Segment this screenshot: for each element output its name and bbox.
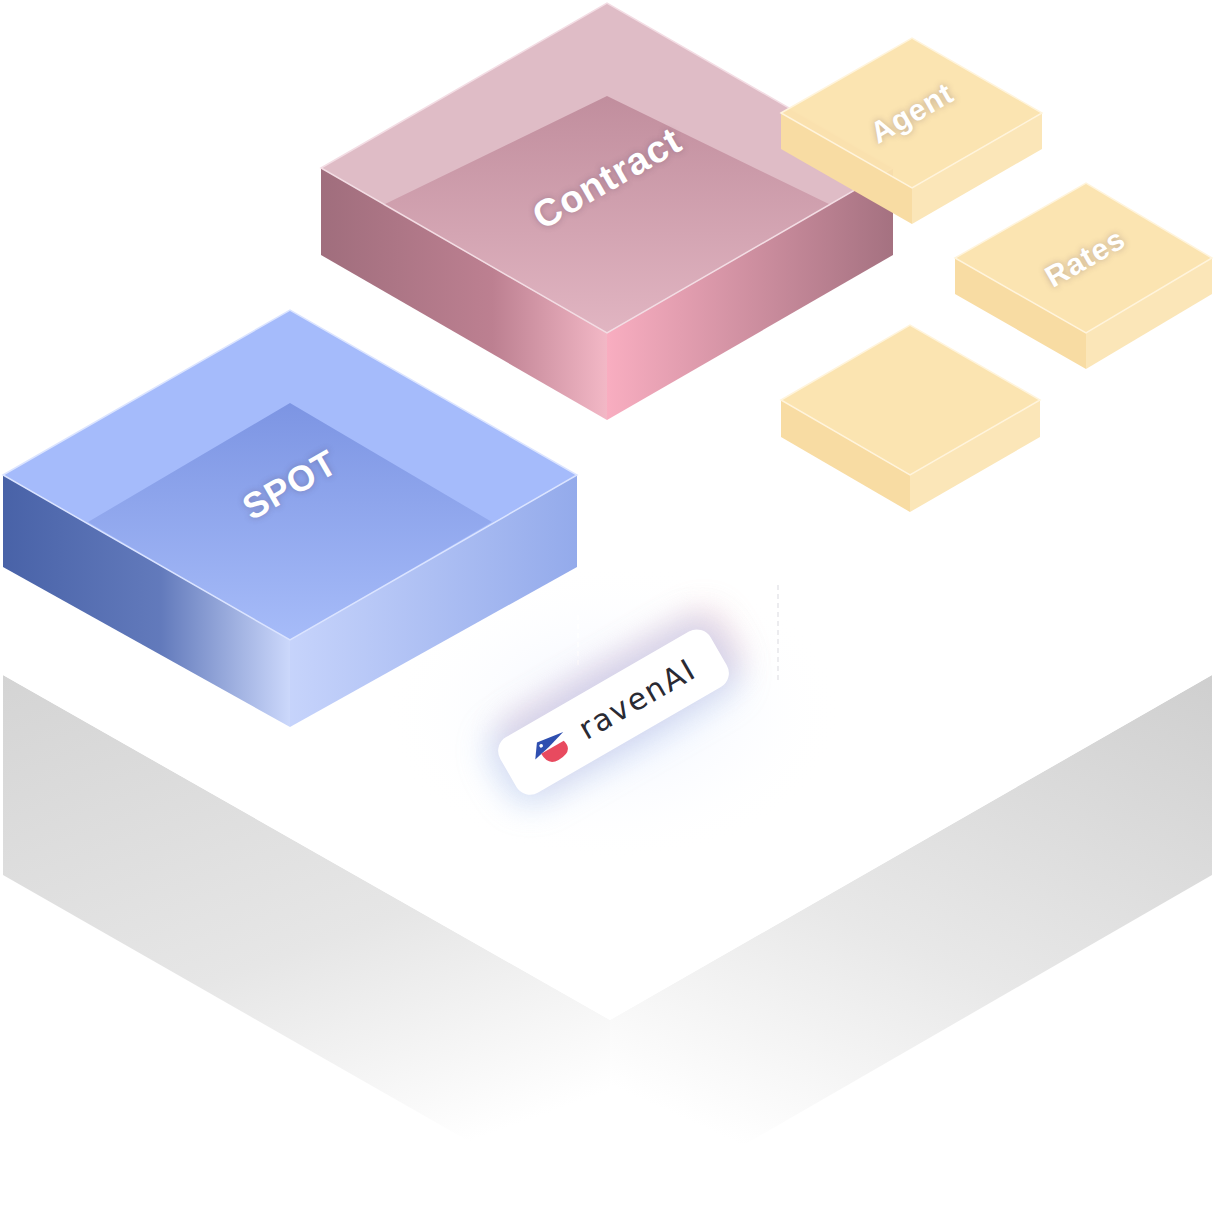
raven-logo xyxy=(519,720,581,779)
agent-block xyxy=(781,38,1042,224)
contract-block xyxy=(321,3,893,420)
rates-block xyxy=(955,183,1212,369)
empty-block xyxy=(781,325,1040,512)
spot-block xyxy=(3,310,577,727)
